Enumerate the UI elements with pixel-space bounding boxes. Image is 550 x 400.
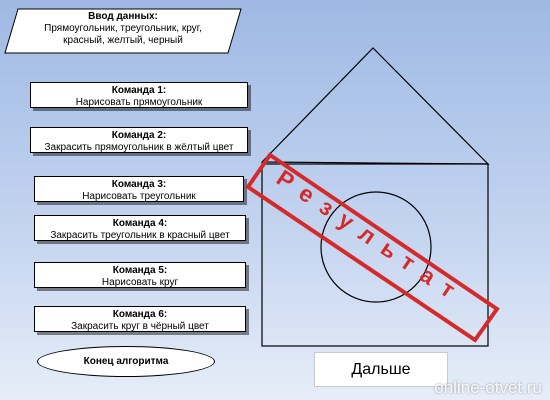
input-parallelogram-shape <box>4 8 242 54</box>
command-title: Команда 4: <box>112 218 168 229</box>
command-text: Закрасить треугольник в красный цвет <box>50 230 230 241</box>
command-title: Команда 2: <box>111 130 167 141</box>
input-data-text: Ввод данных: Прямоугольник, треугольник,… <box>24 11 222 47</box>
end-algorithm-label: Конец алгоритма <box>83 356 169 367</box>
input-data-body: Прямоугольник, треугольник, круг, красны… <box>44 23 202 46</box>
rectangle-shape <box>261 163 489 347</box>
next-button[interactable]: Дальше <box>314 352 448 387</box>
command-title: Команда 5: <box>112 265 168 276</box>
triangle-roof-shape <box>260 47 490 165</box>
command-text: Нарисовать круг <box>101 277 179 288</box>
result-stamp-frame <box>245 152 500 343</box>
command-block-6: Команда 6: Закрасить круг в чёрный цвет <box>34 306 246 332</box>
input-data-title: Ввод данных: <box>88 11 158 22</box>
command-block-3: Команда 3: Нарисовать треугольник <box>34 176 244 202</box>
circle-shape <box>320 191 432 303</box>
command-title: Команда 3: <box>111 179 167 190</box>
watermark-text: online-otvet.ru <box>434 378 542 397</box>
command-text: Закрасить круг в чёрный цвет <box>71 321 209 332</box>
end-algorithm-oval: Конец алгоритма <box>37 346 215 377</box>
command-block-4: Команда 4: Закрасить треугольник в красн… <box>34 215 246 241</box>
command-title: Команда 1: <box>111 85 167 96</box>
input-data-block: Ввод данных: Прямоугольник, треугольник,… <box>4 8 242 54</box>
command-block-5: Команда 5: Нарисовать круг <box>34 262 246 288</box>
command-block-1: Команда 1: Нарисовать прямоугольник <box>30 82 248 108</box>
command-text: Нарисовать прямоугольник <box>75 97 203 108</box>
command-text: Закрасить прямоугольник в жёлтый цвет <box>44 142 234 153</box>
command-block-2: Команда 2: Закрасить прямоугольник в жёл… <box>30 127 248 153</box>
command-title: Команда 6: <box>112 309 168 320</box>
command-text: Нарисовать треугольник <box>82 191 196 202</box>
